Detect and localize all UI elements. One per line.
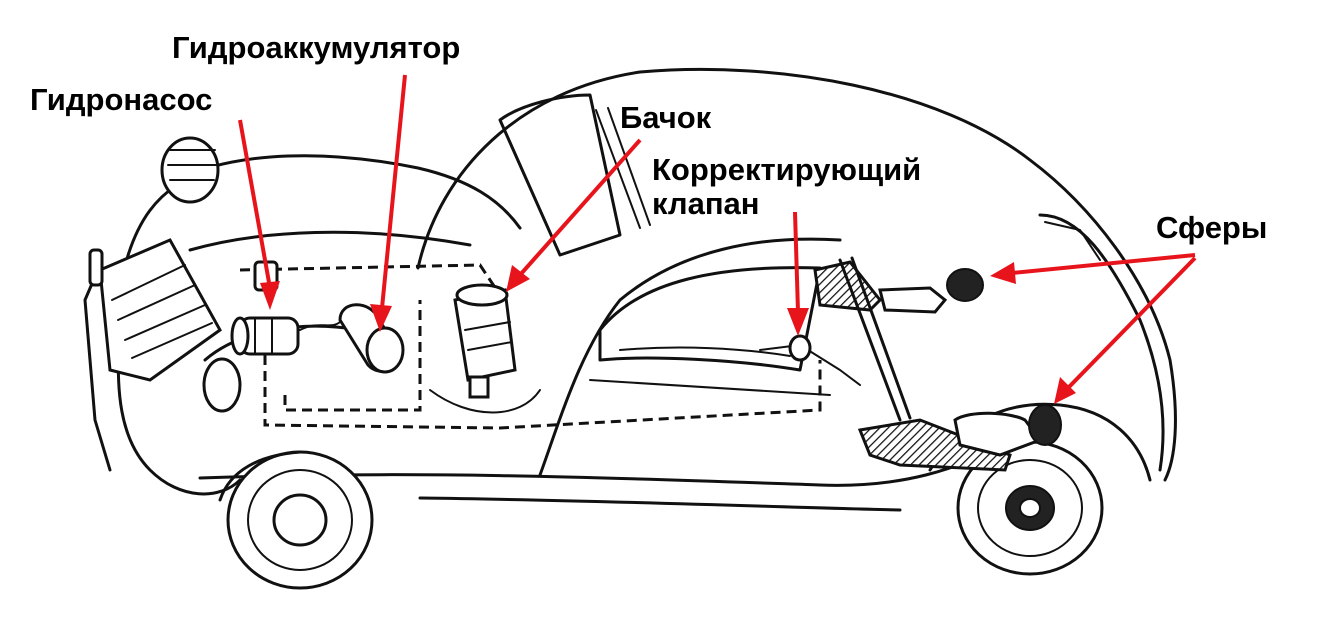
label-valve-line1: Корректирующий (652, 152, 921, 187)
arrow-accumulator (370, 74, 407, 332)
arrow-pump (238, 119, 280, 310)
arrow-sphere-lower (1054, 256, 1197, 404)
label-pump: Гидронасос (30, 82, 212, 117)
hydraulic-accumulator (299, 303, 405, 374)
hydraulic-pump (230, 260, 300, 356)
label-spheres: Сферы (1156, 210, 1267, 245)
arrow-sphere-upper (990, 253, 1196, 284)
fluid-reservoir (453, 283, 517, 399)
arrow-reservoir (506, 138, 642, 292)
label-accumulator: Гидроаккумулятор (172, 30, 460, 65)
label-valve-line2: клапан (652, 186, 760, 221)
labels: Гидронасос Гидроаккумулятор Бачок Коррек… (30, 30, 1267, 245)
rear-wheel (956, 440, 1104, 576)
pointer-arrows (238, 74, 1197, 404)
hydraulic-lines (239, 263, 861, 430)
label-reservoir: Бачок (620, 100, 712, 135)
arrow-valve (787, 211, 809, 336)
rear-suspension (788, 256, 1062, 472)
car-body (83, 67, 1177, 512)
front-wheel (218, 450, 374, 590)
